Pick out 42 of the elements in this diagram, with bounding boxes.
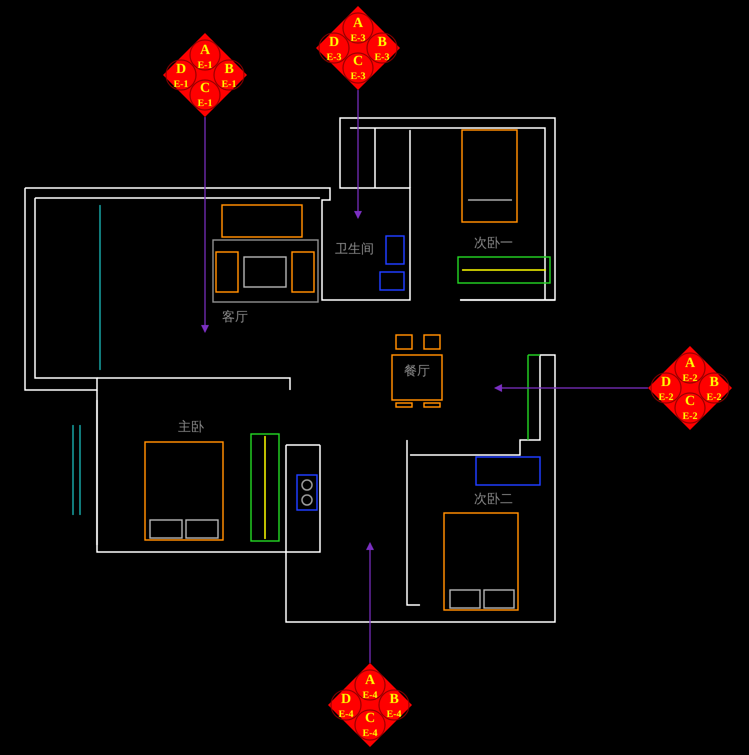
elevation-letter: D — [661, 376, 672, 390]
room-label: 客厅 — [222, 309, 248, 326]
elevation-letter: A — [365, 674, 376, 688]
room-label: 餐厅 — [404, 363, 430, 380]
sheet-number: E-2 — [706, 393, 722, 403]
sheet-number: E-1 — [198, 61, 212, 71]
elevation-letter: D — [329, 36, 340, 50]
room-label: 卫生间 — [335, 241, 374, 258]
sheet-number: E-4 — [362, 691, 378, 701]
sheet-number: E-4 — [338, 710, 354, 720]
sheet-number: E-3 — [350, 34, 366, 44]
leader-line — [366, 542, 374, 663]
sheet-number: E-3 — [350, 72, 366, 82]
elevation-letter: C — [353, 55, 364, 69]
elevation-letter: B — [390, 693, 399, 707]
sheet-number: E-4 — [362, 729, 378, 739]
elevation-letter: B — [710, 376, 719, 390]
elevation-letter: C — [685, 395, 696, 409]
elevation-letter: B — [378, 36, 387, 50]
elevation-letter: A — [200, 44, 210, 58]
sheet-number: E-1 — [174, 80, 188, 90]
sheet-number: E-2 — [682, 412, 698, 422]
room-label: 次卧一 — [474, 235, 513, 252]
leader-line — [201, 117, 209, 333]
sheet-number: E-4 — [386, 710, 402, 720]
leader-line — [354, 90, 362, 219]
sheet-number: E-1 — [198, 99, 212, 109]
elevation-letter: C — [200, 82, 210, 96]
sheet-number: E-2 — [682, 374, 698, 384]
elevation-letter: D — [341, 693, 352, 707]
elevation-letter: D — [176, 63, 186, 77]
room-label: 次卧二 — [474, 491, 513, 508]
leader-line — [494, 384, 648, 392]
sheet-number: E-1 — [222, 80, 236, 90]
elevation-letter: B — [224, 63, 234, 77]
sheet-number: E-3 — [326, 53, 342, 63]
sheet-number: E-3 — [374, 53, 390, 63]
elevation-letter: C — [365, 712, 376, 726]
elevation-letter: A — [353, 17, 364, 31]
sheet-number: E-2 — [658, 393, 674, 403]
elevation-letter: A — [685, 357, 696, 371]
room-label: 主卧 — [178, 419, 204, 436]
